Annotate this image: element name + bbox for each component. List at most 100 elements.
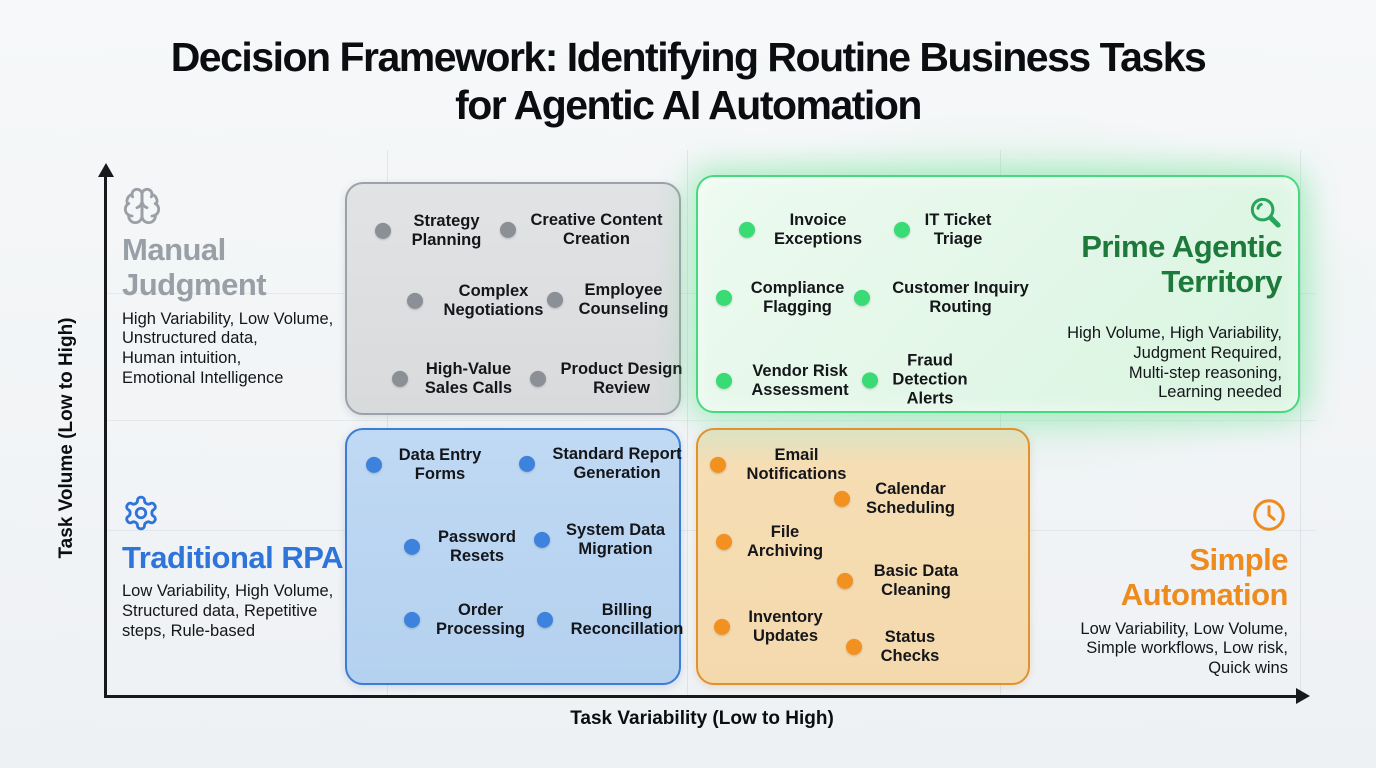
task-item: Basic Data Cleaning: [837, 562, 971, 600]
task-item-label: Email Notifications: [746, 445, 847, 483]
gridline-horizontal: [104, 420, 1316, 421]
task-item-label: File Archiving: [746, 522, 824, 560]
task-item: System Data Migration: [534, 521, 673, 559]
task-item-label: Compliance Flagging: [750, 278, 845, 316]
x-axis-label: Task Variability (Low to High): [570, 708, 834, 729]
task-item: Password Resets: [404, 528, 526, 566]
task-item-label: Order Processing: [436, 600, 525, 638]
task-item: Data Entry Forms: [366, 446, 490, 484]
bullet-dot: [404, 539, 420, 555]
bullet-dot: [739, 222, 755, 238]
bullet-dot: [846, 639, 862, 655]
task-item-label: Customer Inquiry Routing: [892, 278, 1029, 316]
task-item: Compliance Flagging: [716, 279, 855, 317]
y-axis-line: [104, 176, 107, 697]
task-item-label: IT Ticket Triage: [924, 210, 992, 248]
task-item: Strategy Planning: [375, 212, 494, 250]
bullet-dot: [366, 457, 382, 473]
clock-icon: [1253, 499, 1285, 531]
task-item: Fraud Detection Alerts: [862, 351, 974, 408]
bullet-dot: [392, 371, 408, 387]
quadrant-title: Manual Judgment: [122, 232, 267, 303]
bullet-dot: [500, 222, 516, 238]
task-item: Email Notifications: [710, 446, 859, 484]
bullet-dot: [519, 456, 535, 472]
task-item-label: Status Checks: [880, 627, 940, 665]
bullet-dot: [710, 457, 726, 473]
bullet-dot: [714, 619, 730, 635]
bullet-dot: [547, 292, 563, 308]
gridline-vertical: [387, 150, 388, 698]
gridline-vertical: [1300, 150, 1301, 698]
task-item-label: Vendor Risk Assessment: [751, 361, 849, 399]
y-axis-label: Task Volume (Low to High): [56, 317, 77, 559]
bullet-dot: [534, 532, 550, 548]
y-axis-arrow: [98, 163, 114, 177]
search-icon: [1250, 197, 1281, 228]
quadrant-label-simple-automation: Simple Automation Low Variability, Low V…: [1043, 496, 1289, 679]
quadrant-box-simple-automation: Email Notifications Calendar Scheduling …: [696, 428, 1030, 685]
bullet-dot: [837, 573, 853, 589]
task-item-label: Employee Counseling: [578, 280, 669, 318]
task-item: File Archiving: [716, 523, 830, 561]
task-item-label: Product Design Review: [560, 359, 683, 397]
task-item: Product Design Review: [530, 360, 689, 398]
task-item-label: Calendar Scheduling: [866, 479, 955, 517]
task-item: Calendar Scheduling: [834, 480, 963, 518]
quadrant-box-prime-agentic: Prime Agentic Territory High Volume, Hig…: [696, 175, 1300, 413]
x-axis-line: [104, 695, 1300, 698]
bullet-dot: [716, 290, 732, 306]
bullet-dot: [834, 491, 850, 507]
quadrant-description: High Variability, Low Volume, Unstructur…: [122, 309, 334, 388]
gridline-vertical: [687, 150, 688, 698]
quadrant-title: Traditional RPA: [122, 540, 344, 575]
gridline-vertical: [1000, 150, 1001, 698]
bullet-dot: [407, 293, 423, 309]
bullet-dot: [537, 612, 553, 628]
task-item: Complex Negotiations: [407, 282, 556, 320]
bullet-dot: [375, 223, 391, 239]
bullet-dot: [854, 290, 870, 306]
task-item: Billing Reconcillation: [537, 601, 693, 639]
quadrant-label-manual-judgment: Manual Judgment High Variability, Low Vo…: [122, 186, 347, 389]
task-item-label: Inventory Updates: [748, 607, 823, 645]
task-item: Creative Content Creation: [500, 211, 669, 249]
task-item-label: Invoice Exceptions: [773, 210, 863, 248]
task-item-label: Password Resets: [438, 527, 516, 565]
bullet-dot: [862, 372, 878, 388]
task-item: Standard Report Generation: [519, 445, 691, 483]
task-item: Order Processing: [404, 601, 533, 639]
task-item: High-Value Sales Calls: [392, 360, 521, 398]
quadrant-box-traditional-rpa: Data Entry Forms Standard Report Generat…: [345, 428, 683, 685]
quadrant-box-manual-judgment: Strategy Planning Creative Content Creat…: [345, 182, 682, 415]
task-item: Inventory Updates: [714, 608, 833, 646]
bullet-dot: [716, 534, 732, 550]
bullet-dot: [530, 371, 546, 387]
brain-icon: [123, 187, 161, 225]
task-item: Status Checks: [846, 628, 950, 666]
quadrant-description: Low Variability, High Volume, Structured…: [122, 582, 334, 640]
quadrant-label-traditional-rpa: Traditional RPA Low Variability, High Vo…: [122, 494, 357, 642]
quadrant-title: Prime Agentic Territory: [1081, 229, 1282, 300]
task-item-label: Billing Reconcillation: [570, 600, 684, 638]
bullet-dot: [404, 612, 420, 628]
quadrant-title: Simple Automation: [1120, 542, 1289, 613]
task-item-label: Creative Content Creation: [530, 210, 663, 248]
task-item: Invoice Exceptions: [739, 211, 873, 249]
task-item-label: Basic Data Cleaning: [873, 561, 959, 599]
task-item-label: System Data Migration: [565, 520, 666, 558]
task-item: Customer Inquiry Routing: [854, 279, 1043, 317]
task-item-label: Data Entry Forms: [398, 445, 482, 483]
task-item: Employee Counseling: [547, 281, 676, 319]
task-item-label: Complex Negotiations: [443, 281, 544, 319]
task-item-label: Strategy Planning: [411, 211, 482, 249]
task-item: Vendor Risk Assessment: [716, 362, 860, 400]
page-title-line1: Decision Framework: Identifying Routine …: [170, 34, 1207, 80]
quadrant-description: High Volume, High Variability, Judgment …: [1067, 324, 1282, 402]
gear-icon: [125, 495, 157, 531]
quadrant-description: Low Variability, Low Volume, Simple work…: [1080, 619, 1288, 678]
task-item-label: High-Value Sales Calls: [424, 359, 513, 397]
page-title-line2: for Agentic AI Automation: [455, 81, 922, 128]
x-axis-arrow: [1296, 688, 1310, 704]
